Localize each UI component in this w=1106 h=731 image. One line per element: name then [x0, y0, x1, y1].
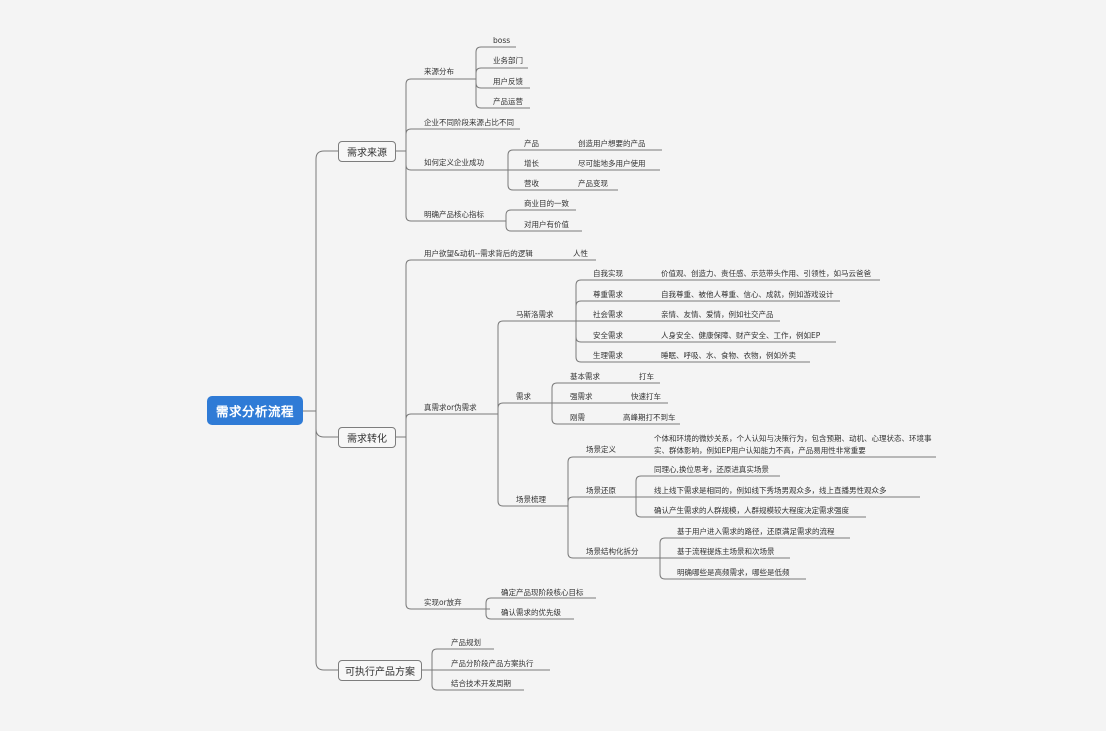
connector-line	[405, 259, 420, 437]
connector-line	[405, 151, 420, 222]
node-social-desc[interactable]: 亲情、友情、爱情，例如社交产品	[661, 310, 774, 319]
connector-line	[505, 209, 520, 221]
node-priority[interactable]: 确认需求的优先级	[501, 608, 561, 617]
connector-line	[405, 128, 420, 151]
node-implement-or-abandon[interactable]: 实现or放弃	[424, 598, 462, 607]
connector-line	[635, 475, 650, 497]
node-stage-ratio[interactable]: 企业不同阶段来源占比不同	[424, 118, 514, 127]
connector-line	[431, 648, 446, 670]
node-product-planning[interactable]: 产品规划	[451, 638, 481, 647]
node-scene-structure[interactable]: 场景结构化拆分	[586, 547, 639, 556]
node-self-actualization-desc[interactable]: 价值观、创造力、责任感、示范带头作用、引领性，如马云爸爸	[661, 269, 871, 278]
node-rigid-need[interactable]: 刚需	[570, 413, 585, 422]
connector-line	[475, 67, 490, 79]
node-physiological[interactable]: 生理需求	[593, 351, 623, 360]
node-scene-restore[interactable]: 场景还原	[586, 486, 616, 495]
branch-node-executable-plan[interactable]: 可执行产品方案	[338, 660, 422, 681]
branch-node-demand-conversion[interactable]: 需求转化	[338, 427, 396, 448]
node-user-motivation[interactable]: 用户欲望&动机--需求背后的逻辑	[424, 249, 533, 258]
node-maslow[interactable]: 马斯洛需求	[516, 310, 554, 319]
connector-line	[431, 670, 446, 691]
node-scene-restore-2[interactable]: 线上线下需求是相同的，例如线下秀场男观众多，线上直播男性观众多	[654, 486, 887, 495]
connector-line	[497, 402, 512, 414]
node-real-or-fake[interactable]: 真需求or伪需求	[424, 403, 477, 412]
connector-line	[497, 320, 512, 414]
node-boss[interactable]: boss	[493, 36, 511, 45]
connector-line	[507, 170, 520, 191]
node-basic-need-desc[interactable]: 打车	[639, 372, 654, 381]
node-phased-execution[interactable]: 产品分阶段产品方案执行	[451, 659, 534, 668]
node-scene-definition[interactable]: 场景定义	[586, 445, 616, 454]
connector-line	[575, 321, 590, 363]
connector-line	[475, 79, 490, 89]
connector-line	[315, 411, 338, 438]
connector-line	[485, 609, 498, 620]
node-revenue-desc[interactable]: 产品变现	[578, 179, 608, 188]
node-dev-cycle[interactable]: 结合技术开发周期	[451, 679, 511, 688]
node-safety-desc[interactable]: 人身安全、健康保障、财产安全、工作，例如EP	[661, 331, 821, 340]
node-human-nature[interactable]: 人性	[573, 249, 588, 258]
node-physiological-desc[interactable]: 睡眠、呼吸、水、食物、衣物，例如外卖	[661, 351, 796, 360]
node-esteem-desc[interactable]: 自我尊重、被他人尊重、信心、成就，例如游戏设计	[661, 290, 834, 299]
node-product-ops[interactable]: 产品运营	[493, 97, 523, 106]
node-business-dept[interactable]: 业务部门	[493, 56, 523, 65]
connector-line	[505, 221, 520, 232]
node-product[interactable]: 产品	[524, 139, 539, 148]
node-growth-desc[interactable]: 尽可能地多用户使用	[578, 159, 646, 168]
node-scene-restore-3[interactable]: 确认产生需求的人群规模，人群规模较大程度决定需求强度	[654, 506, 849, 515]
node-basic-need[interactable]: 基本需求	[570, 372, 600, 381]
connector-line	[475, 79, 490, 109]
node-strong-need-desc[interactable]: 快速打车	[631, 392, 661, 401]
connector-line	[567, 456, 582, 506]
node-esteem[interactable]: 尊重需求	[593, 290, 623, 299]
connector-line	[315, 150, 338, 411]
connector-line	[485, 597, 498, 609]
connector-line	[405, 151, 420, 171]
node-scene-structure-1[interactable]: 基于用户进入需求的路径，还原满足需求的流程	[677, 527, 835, 536]
connector-line	[659, 537, 674, 558]
node-scene-restore-1[interactable]: 同理心,换位思考，还原进真实场景	[654, 465, 769, 474]
node-business-aligned[interactable]: 商业目的一致	[524, 199, 569, 208]
connector-line	[567, 506, 582, 559]
connector-line	[575, 321, 590, 343]
node-source-distribution[interactable]: 来源分布	[424, 67, 454, 76]
connector-line	[575, 279, 590, 321]
node-needs[interactable]: 需求	[516, 392, 531, 401]
connector-line	[405, 413, 420, 437]
connector-line	[405, 437, 420, 610]
connector-line	[659, 558, 674, 580]
node-strong-need[interactable]: 强需求	[570, 392, 593, 401]
node-safety[interactable]: 安全需求	[593, 331, 623, 340]
node-user-value[interactable]: 对用户有价值	[524, 220, 569, 229]
node-rigid-need-desc[interactable]: 高峰期打不到车	[623, 413, 676, 422]
node-social[interactable]: 社会需求	[593, 310, 623, 319]
connector-line	[405, 78, 420, 151]
node-scene-sorting[interactable]: 场景梳理	[516, 495, 546, 504]
node-scene-definition-desc[interactable]: 个体和环境的微妙关系，个人认知与决策行为，包含预期、动机、心理状态、环境事实、群…	[654, 434, 932, 455]
connector-line	[551, 382, 566, 403]
connector-line	[315, 411, 338, 671]
node-revenue[interactable]: 营收	[524, 179, 539, 188]
connector-line	[507, 149, 520, 170]
root-node[interactable]: 需求分析流程	[207, 396, 303, 425]
node-scene-structure-3[interactable]: 明确哪些是高频需求，哪些是低频	[677, 568, 790, 577]
branch-node-demand-source[interactable]: 需求来源	[338, 141, 396, 162]
node-self-actualization[interactable]: 自我实现	[593, 269, 623, 278]
connector-line	[567, 496, 582, 506]
node-stage-goal[interactable]: 确定产品现阶段核心目标	[501, 588, 584, 597]
node-scene-structure-2[interactable]: 基于流程提炼主场景和次场景	[677, 547, 775, 556]
connector-line	[551, 403, 566, 425]
connector-line	[475, 46, 490, 79]
node-product-desc[interactable]: 创造用户想要的产品	[578, 139, 646, 148]
connector-line	[635, 497, 650, 518]
node-core-metrics[interactable]: 明确产品核心指标	[424, 210, 484, 219]
node-define-success[interactable]: 如何定义企业成功	[424, 158, 484, 167]
connector-line	[497, 414, 512, 507]
connector-line	[575, 300, 590, 321]
node-user-feedback[interactable]: 用户反馈	[493, 77, 523, 86]
node-growth[interactable]: 增长	[524, 159, 539, 168]
